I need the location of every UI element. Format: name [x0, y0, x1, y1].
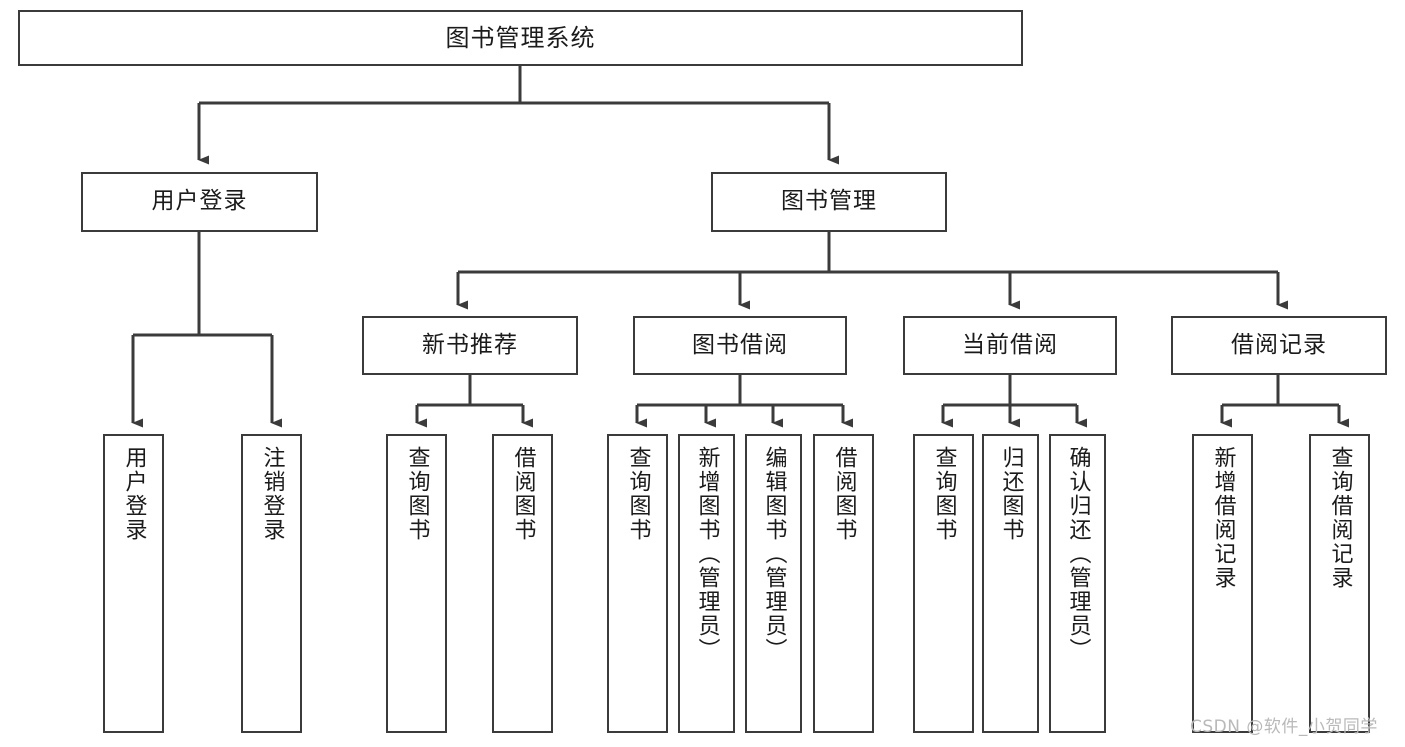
node-leaf-query-book-2-label: 查询图书: [625, 446, 651, 542]
node-root[interactable]: 图书管理系统: [18, 10, 1023, 66]
node-leaf-query-record[interactable]: 查询借阅记录: [1309, 434, 1370, 733]
node-book-manage[interactable]: 图书管理: [711, 172, 947, 232]
node-book-borrow-label: 图书借阅: [692, 331, 788, 358]
node-user-login-label: 用户登录: [151, 188, 248, 215]
node-new-book-recommend-label: 新书推荐: [422, 331, 518, 358]
node-leaf-user-logout[interactable]: 注销登录: [241, 434, 302, 733]
node-book-manage-label: 图书管理: [781, 188, 877, 215]
node-leaf-edit-book-label: 编辑图书（管理员）: [761, 446, 787, 662]
node-leaf-borrow-book-1[interactable]: 借阅图书: [492, 434, 553, 733]
node-leaf-return-book[interactable]: 归还图书: [982, 434, 1039, 733]
node-leaf-query-book-3-label: 查询图书: [931, 446, 957, 542]
node-leaf-return-book-label: 归还图书: [998, 446, 1024, 542]
node-leaf-user-login[interactable]: 用户登录: [103, 434, 164, 733]
node-leaf-edit-book[interactable]: 编辑图书（管理员）: [745, 434, 802, 733]
node-book-borrow[interactable]: 图书借阅: [633, 316, 847, 375]
node-leaf-confirm-return-label: 确认归还（管理员）: [1065, 446, 1091, 662]
node-leaf-query-record-label: 查询借阅记录: [1327, 446, 1353, 590]
node-leaf-confirm-return[interactable]: 确认归还（管理员）: [1049, 434, 1106, 733]
node-borrow-record-label: 借阅记录: [1231, 331, 1327, 358]
node-current-borrow-label: 当前借阅: [962, 331, 1058, 358]
node-user-login[interactable]: 用户登录: [81, 172, 318, 232]
node-leaf-borrow-book-2[interactable]: 借阅图书: [813, 434, 874, 733]
node-current-borrow[interactable]: 当前借阅: [903, 316, 1117, 375]
node-leaf-add-book[interactable]: 新增图书（管理员）: [678, 434, 735, 733]
node-leaf-add-record-label: 新增借阅记录: [1210, 446, 1236, 590]
node-new-book-recommend[interactable]: 新书推荐: [362, 316, 578, 375]
node-leaf-query-book-2[interactable]: 查询图书: [607, 434, 668, 733]
node-borrow-record[interactable]: 借阅记录: [1171, 316, 1387, 375]
node-leaf-query-book-3[interactable]: 查询图书: [913, 434, 974, 733]
node-leaf-user-login-label: 用户登录: [121, 446, 147, 542]
watermark: CSDN @软件_小贺同学: [1190, 717, 1378, 737]
node-leaf-query-book-1-label: 查询图书: [404, 446, 430, 542]
node-leaf-borrow-book-2-label: 借阅图书: [831, 446, 857, 542]
node-leaf-add-book-label: 新增图书（管理员）: [694, 446, 720, 662]
node-leaf-borrow-book-1-label: 借阅图书: [510, 446, 536, 542]
node-leaf-query-book-1[interactable]: 查询图书: [386, 434, 447, 733]
node-root-label: 图书管理系统: [445, 23, 596, 52]
node-leaf-add-record[interactable]: 新增借阅记录: [1192, 434, 1253, 733]
node-leaf-user-logout-label: 注销登录: [259, 446, 285, 542]
